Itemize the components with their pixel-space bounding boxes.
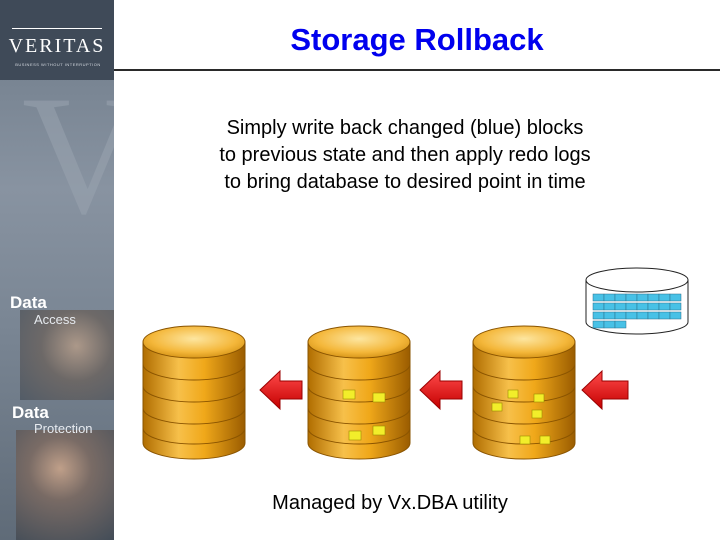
caption: Managed by Vx.DBA utility xyxy=(272,492,508,514)
sidebar-photo-access xyxy=(20,310,114,400)
database-cylinder-2 xyxy=(307,325,411,460)
decorative-v-glyph: V xyxy=(22,61,114,249)
body-line-3: to bring database to desired point in ti… xyxy=(224,171,586,193)
changed-block xyxy=(348,430,362,441)
changed-block xyxy=(342,389,356,400)
sidebar-photo-protection xyxy=(16,430,114,540)
changed-block xyxy=(519,435,531,445)
changed-block xyxy=(533,393,545,403)
changed-block xyxy=(507,389,519,399)
sidebar-label-data-protection-title: Data xyxy=(12,403,49,422)
logo-rule xyxy=(12,28,102,29)
slide-title: Storage Rollback xyxy=(290,22,544,57)
logo-tagline: BUSINESS WITHOUT INTERRUPTION xyxy=(15,62,101,67)
rollback-diagram xyxy=(142,267,689,460)
logo-band xyxy=(0,0,114,80)
arrow-left-3 xyxy=(581,369,629,411)
sidebar-label-data-access-title: Data xyxy=(10,293,47,312)
sidebar-label-data-protection-subtitle: Protection xyxy=(34,421,93,436)
redo-log-cylinder xyxy=(585,267,689,335)
body-line-1: Simply write back changed (blue) blocks xyxy=(226,117,584,139)
body-line-2: to previous state and then apply redo lo… xyxy=(219,144,591,166)
sidebar: VERITAS BUSINESS WITHOUT INTERRUPTION V … xyxy=(0,0,114,540)
changed-block xyxy=(531,409,543,419)
arrow-left-1 xyxy=(259,369,303,411)
database-cylinder-3 xyxy=(472,325,576,460)
body-text: Simply write back changed (blue) blocks … xyxy=(150,115,660,196)
changed-block xyxy=(372,425,386,436)
database-cylinder-1 xyxy=(142,325,246,460)
changed-block xyxy=(491,402,503,412)
veritas-logo: VERITAS xyxy=(8,35,106,57)
changed-block xyxy=(539,435,551,445)
arrow-left-2 xyxy=(419,369,463,411)
changed-block xyxy=(372,392,386,403)
title-rule xyxy=(114,69,720,71)
sidebar-label-data-access-subtitle: Access xyxy=(34,312,76,327)
